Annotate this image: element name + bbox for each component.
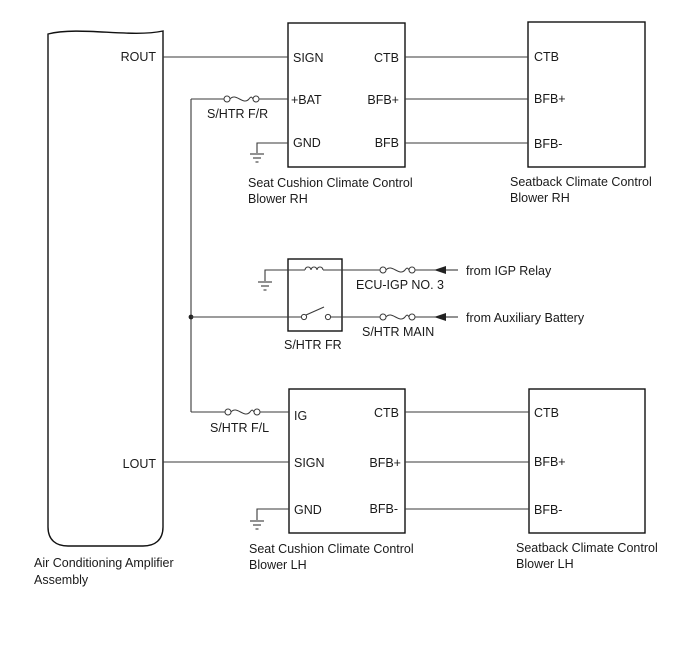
cushion-rh-label-line1: Seat Cushion Climate Control [248,176,413,190]
cushion-rh-pin-bfb: BFB [375,136,399,150]
seatback-lh-pin-ctb: CTB [534,406,559,420]
wire-relay-coil-gnd [264,269,305,281]
amplifier-pin-rout: ROUT [121,50,157,64]
seatback-rh-pin-bfb-plus: BFB+ [534,92,566,106]
seatback-rh-pin-bfb-minus: BFB- [534,137,562,151]
fuse-label-ecu-igp: ECU-IGP NO. 3 [356,278,444,292]
fuse-icon [223,95,260,103]
cushion-rh-pin-gnd: GND [293,136,321,150]
fuse-icon [379,266,416,274]
fuse-label-shtr-fr: S/HTR F/R [207,107,268,121]
wire-lh-gnd [256,508,289,520]
ground-icon [258,281,272,291]
relay-component: from IGP Relay from Auxiliary Battery S/… [191,258,585,352]
seatback-lh-pin-bfb-minus: BFB- [534,503,562,517]
cushion-blower-lh-box [288,388,406,534]
switch-contact-right [324,313,332,321]
ground-icon [250,520,264,530]
source-igp-relay: from IGP Relay [466,264,552,278]
cushion-rh-pin-ctb: CTB [374,51,399,65]
seatback-rh-label-line1: Seatback Climate Control [510,175,652,189]
fuse-label-shtr-main: S/HTR MAIN [362,325,434,339]
cushion-lh-pin-ctb: CTB [374,406,399,420]
arrow-igp-icon [434,266,446,274]
seatback-lh-pin-bfb-plus: BFB+ [534,455,566,469]
arrow-aux-icon [434,313,446,321]
wire-rh-gnd [256,142,288,153]
amplifier-body [47,30,164,547]
power-bus [188,99,194,412]
relay-label: S/HTR FR [284,338,342,352]
source-aux-battery: from Auxiliary Battery [466,311,585,325]
seatback-lh-label-line1: Seatback Climate Control [516,541,658,555]
relay-box [287,258,343,332]
seatback-blower-rh-box [527,21,646,168]
wires-lh [163,411,529,520]
amplifier-component: ROUT LOUT Air Conditioning Amplifier Ass… [34,30,174,587]
cushion-lh-pin-sign: SIGN [294,456,325,470]
amplifier-label-line1: Air Conditioning Amplifier [34,556,174,570]
cushion-rh-label-line2: Blower RH [248,192,308,206]
seatback-rh-pin-ctb: CTB [534,50,559,64]
seatback-blower-lh: CTB BFB+ BFB- Seatback Climate Control B… [516,388,658,571]
amplifier-pin-lout: LOUT [123,457,157,471]
ground-icon [250,153,264,163]
seatback-blower-rh: CTB BFB+ BFB- Seatback Climate Control B… [510,21,652,205]
cushion-blower-rh: SIGN +BAT GND CTB BFB+ BFB Seat Cushion … [248,22,413,206]
seatback-rh-label-line2: Blower RH [510,191,570,205]
relay-coil-icon [304,266,324,271]
switch-blade-icon [305,306,325,316]
cushion-rh-pin-bat: +BAT [291,93,322,107]
seatback-lh-label-line2: Blower LH [516,557,574,571]
switch-contact-left [300,313,308,321]
cushion-lh-pin-gnd: GND [294,503,322,517]
cushion-lh-pin-bfb-minus: BFB- [370,502,398,516]
fuse-label-shtr-fl: S/HTR F/L [210,421,269,435]
cushion-blower-rh-box [287,22,406,168]
amplifier-label-line2: Assembly [34,573,89,587]
cushion-lh-label-line2: Blower LH [249,558,307,572]
fuse-icon [379,313,416,321]
cushion-lh-pin-bfb-plus: BFB+ [369,456,401,470]
fuse-icon [224,408,261,416]
wires-rh [163,56,528,153]
seatback-blower-lh-box [528,388,646,534]
cushion-rh-pin-sign: SIGN [293,51,324,65]
cushion-lh-pin-ig: IG [294,409,307,423]
cushion-blower-lh: IG SIGN GND CTB BFB+ BFB- Seat Cushion C… [249,388,414,572]
cushion-rh-pin-bfb-plus: BFB+ [367,93,399,107]
cushion-lh-label-line1: Seat Cushion Climate Control [249,542,414,556]
